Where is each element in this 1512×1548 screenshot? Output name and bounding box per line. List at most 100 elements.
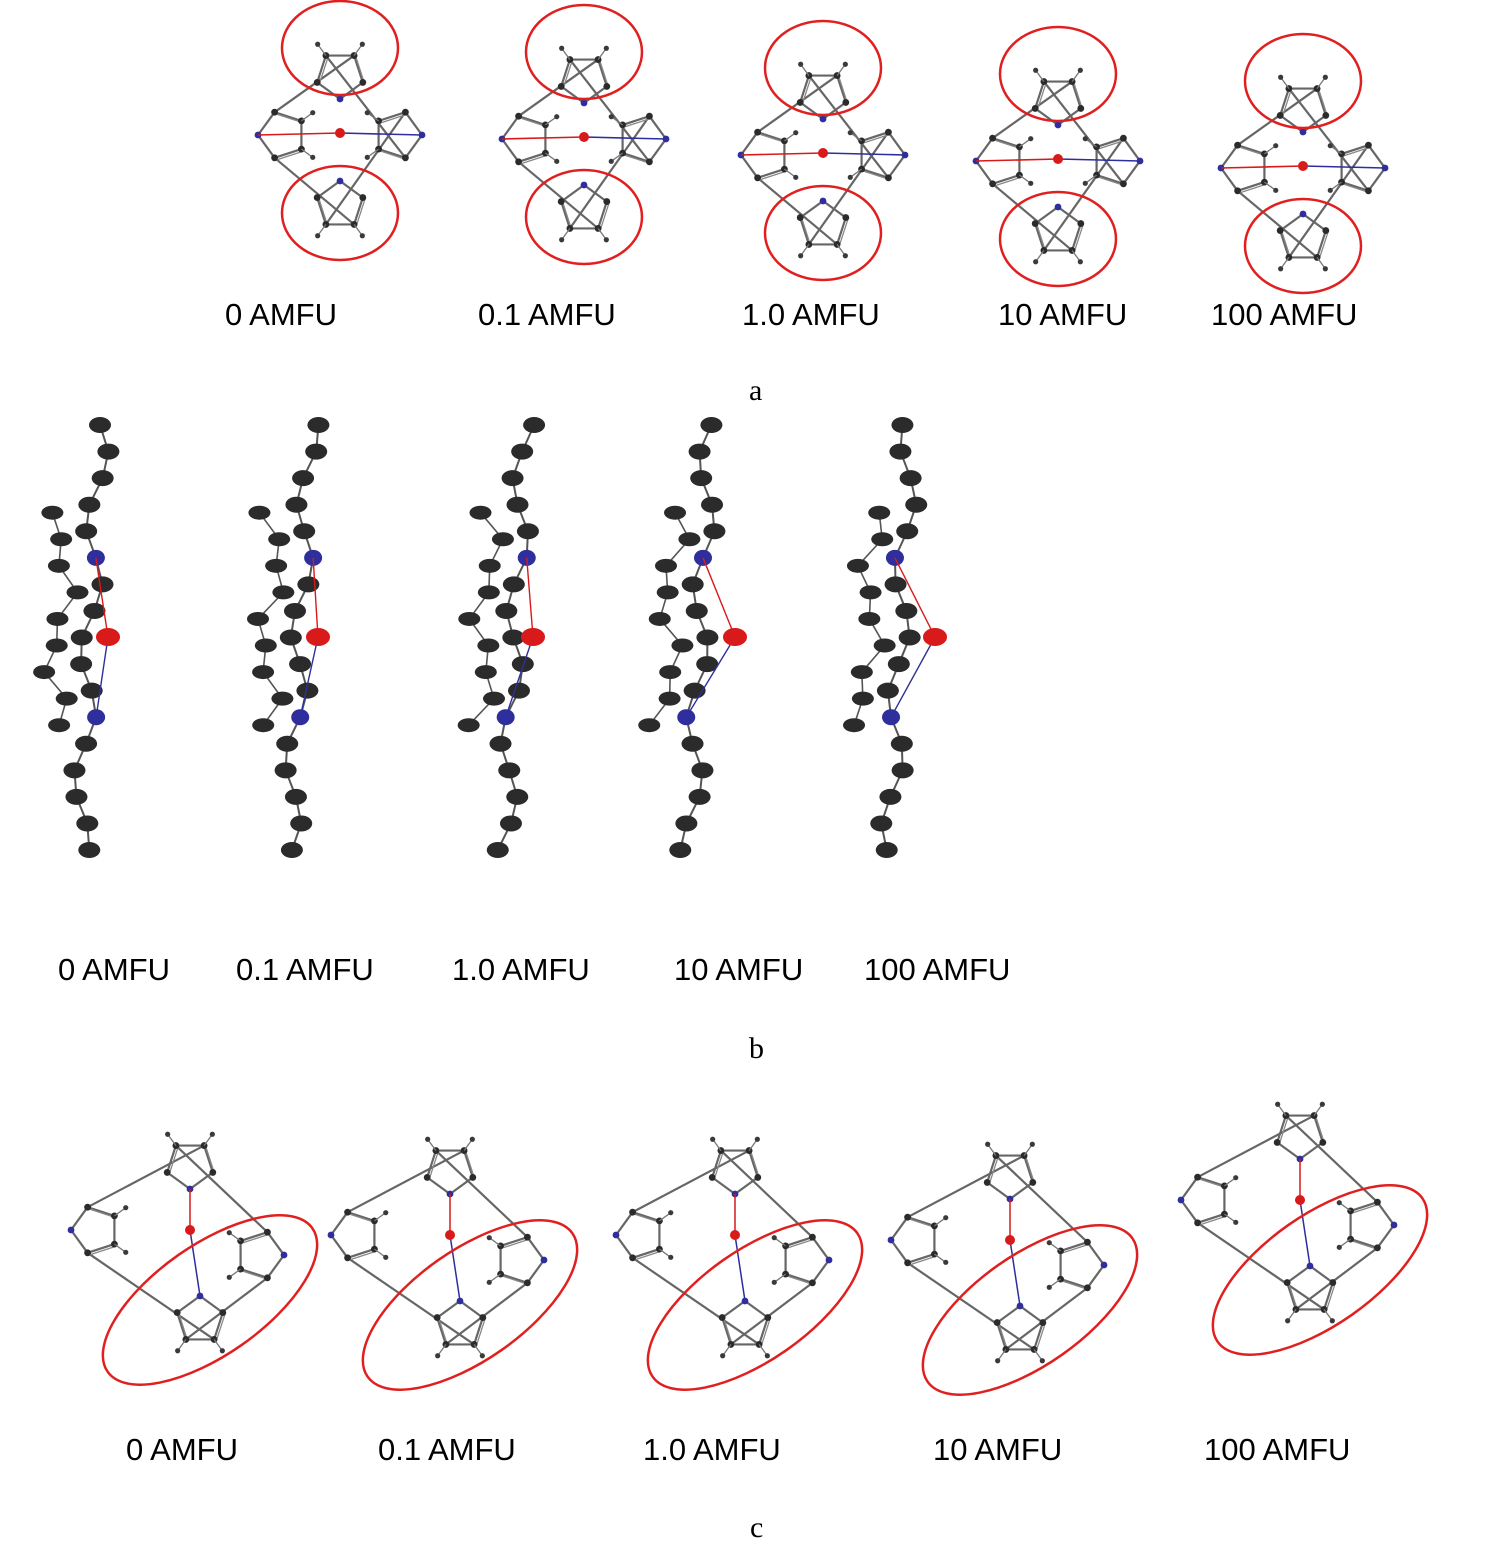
oxygen-atom [306, 628, 330, 646]
hydrogen-atom [1039, 1358, 1045, 1364]
bond [1236, 189, 1318, 259]
bond [316, 197, 327, 225]
carbon-atom [859, 585, 882, 600]
bond [274, 148, 302, 159]
side-view-3 [638, 417, 747, 858]
bond [428, 1152, 439, 1180]
bond [518, 115, 546, 126]
hydrogen-atom [175, 1348, 181, 1354]
bond [339, 180, 364, 199]
bond [1071, 81, 1082, 109]
bond [890, 1216, 909, 1241]
hydrogen-atom [1285, 1318, 1291, 1324]
carbon-atom [629, 1208, 636, 1216]
bond [1287, 144, 1370, 259]
bond [1073, 225, 1084, 253]
bond [347, 1211, 375, 1222]
bond [632, 1149, 750, 1214]
label-c-1-0-amfu: 1.0 AMFU [643, 1432, 781, 1467]
hydrogen-atom [315, 233, 321, 239]
hydrogen-atom [383, 1254, 389, 1260]
highlight-ellipse [101, 1214, 319, 1386]
bond [346, 1256, 475, 1346]
bond [1309, 1265, 1334, 1284]
bond [721, 1300, 746, 1319]
molecule-4 [1217, 32, 1389, 295]
carbon-atom [47, 558, 70, 573]
bond [734, 1176, 759, 1195]
carbon-atom [502, 629, 525, 646]
carbon-atom [678, 532, 701, 547]
carbon-atom [1322, 112, 1330, 119]
bond [1316, 230, 1327, 258]
bond [632, 1211, 660, 1222]
bond [1220, 165, 1304, 169]
hydrogen-atom [1046, 1240, 1052, 1246]
carbon-atom [284, 788, 307, 805]
bond [988, 1157, 999, 1185]
bond [266, 1254, 285, 1279]
hydrogen-atom [1275, 1101, 1281, 1107]
carbon-atom [557, 198, 565, 205]
angled-view-1 [327, 1136, 579, 1391]
carbon-atom [264, 1228, 271, 1236]
bond [560, 184, 585, 203]
hydrogen-atom [842, 61, 848, 67]
bond [1019, 1305, 1044, 1324]
carbon-atom [511, 656, 534, 673]
bond [273, 156, 355, 226]
bond [648, 138, 667, 163]
bond [822, 152, 906, 156]
panel-letter-b: b [749, 1032, 764, 1065]
bond [176, 1312, 187, 1340]
carbon-atom [423, 1174, 431, 1181]
bond [711, 1176, 736, 1195]
bond [312, 557, 319, 638]
hydrogen-atom [754, 1136, 760, 1142]
carbon-atom [80, 682, 103, 699]
panel-letter-a: a [749, 374, 763, 407]
bond [822, 200, 847, 219]
carbon-atom [402, 108, 409, 116]
carbon-atom [457, 718, 480, 733]
bond [435, 1149, 529, 1238]
carbon-atom [46, 611, 69, 626]
nitrogen-atom [819, 197, 827, 205]
bond [1325, 1284, 1336, 1312]
carbon-atom [671, 638, 694, 653]
carbon-atom [1084, 1284, 1091, 1292]
label-a-10-amfu: 10 AMFU [998, 297, 1128, 332]
bond [1323, 1282, 1334, 1310]
hydrogen-atom [359, 41, 365, 47]
carbon-atom [91, 470, 114, 487]
carbon-atom [268, 532, 291, 547]
bond [757, 131, 785, 142]
carbon-atom [681, 735, 704, 752]
hydrogen-atom [720, 1353, 726, 1359]
bond [838, 219, 849, 247]
carbon-atom [91, 576, 114, 593]
bond [353, 197, 364, 225]
bond [975, 137, 994, 162]
carbon-atom [70, 656, 93, 673]
bond [526, 1259, 545, 1284]
bond [1316, 88, 1327, 116]
bond [1343, 146, 1371, 157]
bond [316, 81, 341, 100]
hydrogen-atom [793, 174, 799, 180]
carbon-atom [523, 417, 546, 433]
carbon-atom [700, 417, 723, 433]
bond [1341, 144, 1369, 155]
bond [87, 1144, 205, 1209]
bond [505, 636, 534, 718]
carbon-atom [515, 112, 522, 120]
bond [436, 1317, 447, 1345]
hydrogen-atom [554, 114, 560, 120]
hydrogen-atom [1273, 187, 1279, 193]
bond [863, 133, 891, 144]
hydrogen-atom [771, 1279, 777, 1285]
carbon-atom [402, 154, 409, 162]
bond [347, 1248, 375, 1259]
molecule-3 [972, 25, 1144, 288]
nitrogen-atom [819, 115, 827, 123]
